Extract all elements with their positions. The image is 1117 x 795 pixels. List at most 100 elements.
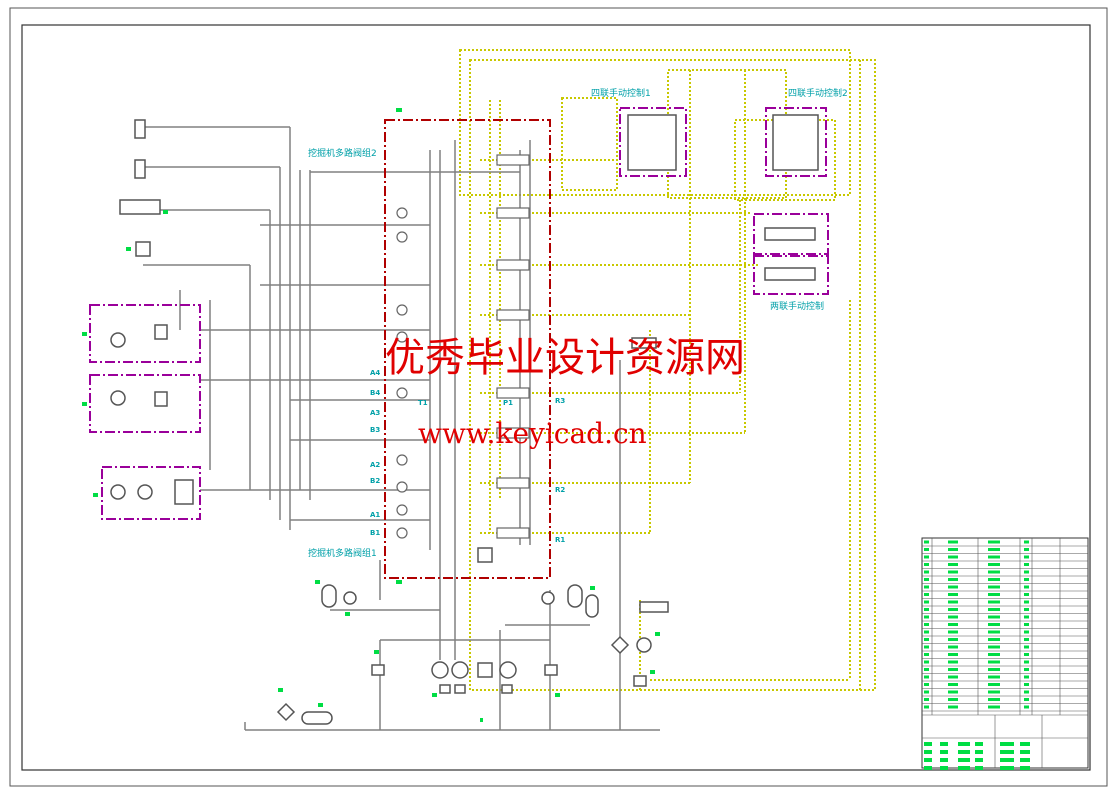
port-b4: B4 (370, 389, 381, 397)
title-block-cell-text (1024, 608, 1029, 611)
motor-icon (137, 484, 153, 500)
title-block-cell-text (924, 630, 929, 634)
title-block-cell-text (1024, 623, 1029, 626)
engine-icon (477, 662, 493, 678)
title-block-cell-text (948, 660, 958, 664)
title-block-cell-text (1024, 555, 1029, 559)
title-block-cell-text (924, 668, 929, 671)
title-block-cell-text (1020, 750, 1030, 754)
title-block-cell-text (924, 645, 929, 649)
title-block-cell-text (940, 758, 948, 762)
title-block-cell-text (958, 742, 970, 746)
title-block-cell-text (924, 608, 929, 611)
title-block-cell-text (924, 570, 929, 574)
title-block-cell-text (1024, 615, 1029, 619)
title-block-cell-text (988, 608, 1000, 611)
title-block-cell-text (924, 623, 929, 626)
joystick-icon (627, 114, 677, 171)
pump-icon (431, 661, 449, 679)
title-block-cell-text (1020, 742, 1030, 746)
title-block-cell-text (988, 660, 1000, 664)
title-block-cell-text (948, 645, 958, 649)
title-block-cell-text (948, 630, 958, 634)
title-block-cell-text (1000, 766, 1014, 770)
port-r1: R1 (555, 536, 566, 544)
title-block-cell-text (948, 570, 958, 574)
motor-icon (110, 332, 126, 348)
title-block-cell-text (988, 698, 1000, 701)
valve-group-boundary (384, 119, 551, 579)
title-block-cell-text (1024, 600, 1029, 604)
title-block-cell-text (975, 766, 983, 770)
title-block-cell-text (948, 563, 958, 566)
title-block-cell-text (948, 548, 958, 551)
title-block-cell-text (958, 766, 970, 770)
title-block-cell-text (988, 548, 1000, 551)
joystick-icon (772, 114, 819, 171)
title-block-cell-text (1000, 750, 1014, 754)
gauge-icon (343, 591, 357, 605)
title-block-cell-text (1024, 630, 1029, 634)
inner-frame (21, 24, 1091, 771)
title-block-cell-text (958, 750, 970, 754)
title-block-cell-text (924, 750, 932, 754)
port-r2: R2 (555, 486, 566, 494)
title-block-cell-text (924, 742, 932, 746)
title-block-cell-text (1024, 698, 1029, 701)
title-block-cell-text (924, 555, 929, 559)
title-block-cell-text (948, 555, 958, 559)
title-block-cell-text (988, 600, 1000, 604)
title-block-cell-text (948, 615, 958, 619)
motor-icon (135, 241, 151, 257)
title-block-cell-text (924, 585, 929, 589)
port-t1: T1 (418, 399, 428, 407)
title-block-cell-text (1024, 675, 1029, 679)
title-block-cell-text (948, 593, 958, 596)
title-block-cell-text (924, 593, 929, 596)
title-block-cell-text (988, 630, 1000, 634)
port-p1: P1 (503, 399, 514, 407)
title-block-cell-text (924, 758, 932, 762)
actuator-boundaries (89, 107, 829, 520)
title-block-cell-text (988, 690, 1000, 694)
title-block-cell-text (948, 540, 958, 544)
title-block-cell-text (924, 600, 929, 604)
cylinder-icon (119, 199, 161, 215)
title-block-cell-text (948, 698, 958, 701)
pump-icon (636, 637, 652, 653)
accumulator-icon (567, 584, 583, 608)
cylinder-icon (134, 159, 146, 179)
port-a1: A1 (370, 511, 381, 519)
title-block-cell-text (988, 653, 1000, 656)
title-block-cell-text (924, 615, 929, 619)
port-r3: R3 (555, 397, 566, 405)
port-a3: A3 (370, 409, 381, 417)
title-block-cell-text (988, 615, 1000, 619)
title-block-cell-text (924, 578, 929, 581)
title-block-cell-text (924, 675, 929, 679)
pedal-icon (764, 267, 816, 281)
valve-sections (396, 154, 530, 539)
title-block-cell-text (1024, 578, 1029, 581)
port-b3: B3 (370, 426, 381, 434)
label-valve-group-1: 挖掘机多路阀组1 (308, 549, 377, 559)
title-block-cell-text (924, 683, 929, 686)
title-block-cell-text (1020, 766, 1030, 770)
title-block-cell-text (948, 653, 958, 656)
title-block-cell-text (924, 698, 929, 701)
title-block-cell-text (940, 766, 948, 770)
title-block-cell-text (1024, 653, 1029, 656)
tank-icon (301, 711, 333, 725)
label-four-way-control-1: 四联手动控制1 (591, 89, 651, 99)
title-block-cell-text (948, 690, 958, 694)
title-block-cell-text (1024, 563, 1029, 566)
title-block-cell-text (948, 608, 958, 611)
title-block-cell-text (988, 540, 1000, 544)
outer-frame (9, 7, 1108, 787)
port-a4: A4 (370, 369, 381, 377)
title-block-cell-text (1000, 742, 1014, 746)
pump-icon (451, 661, 469, 679)
title-block-cell-text (948, 585, 958, 589)
title-block-cell-text (988, 705, 1000, 709)
accumulator-icon (585, 594, 599, 618)
